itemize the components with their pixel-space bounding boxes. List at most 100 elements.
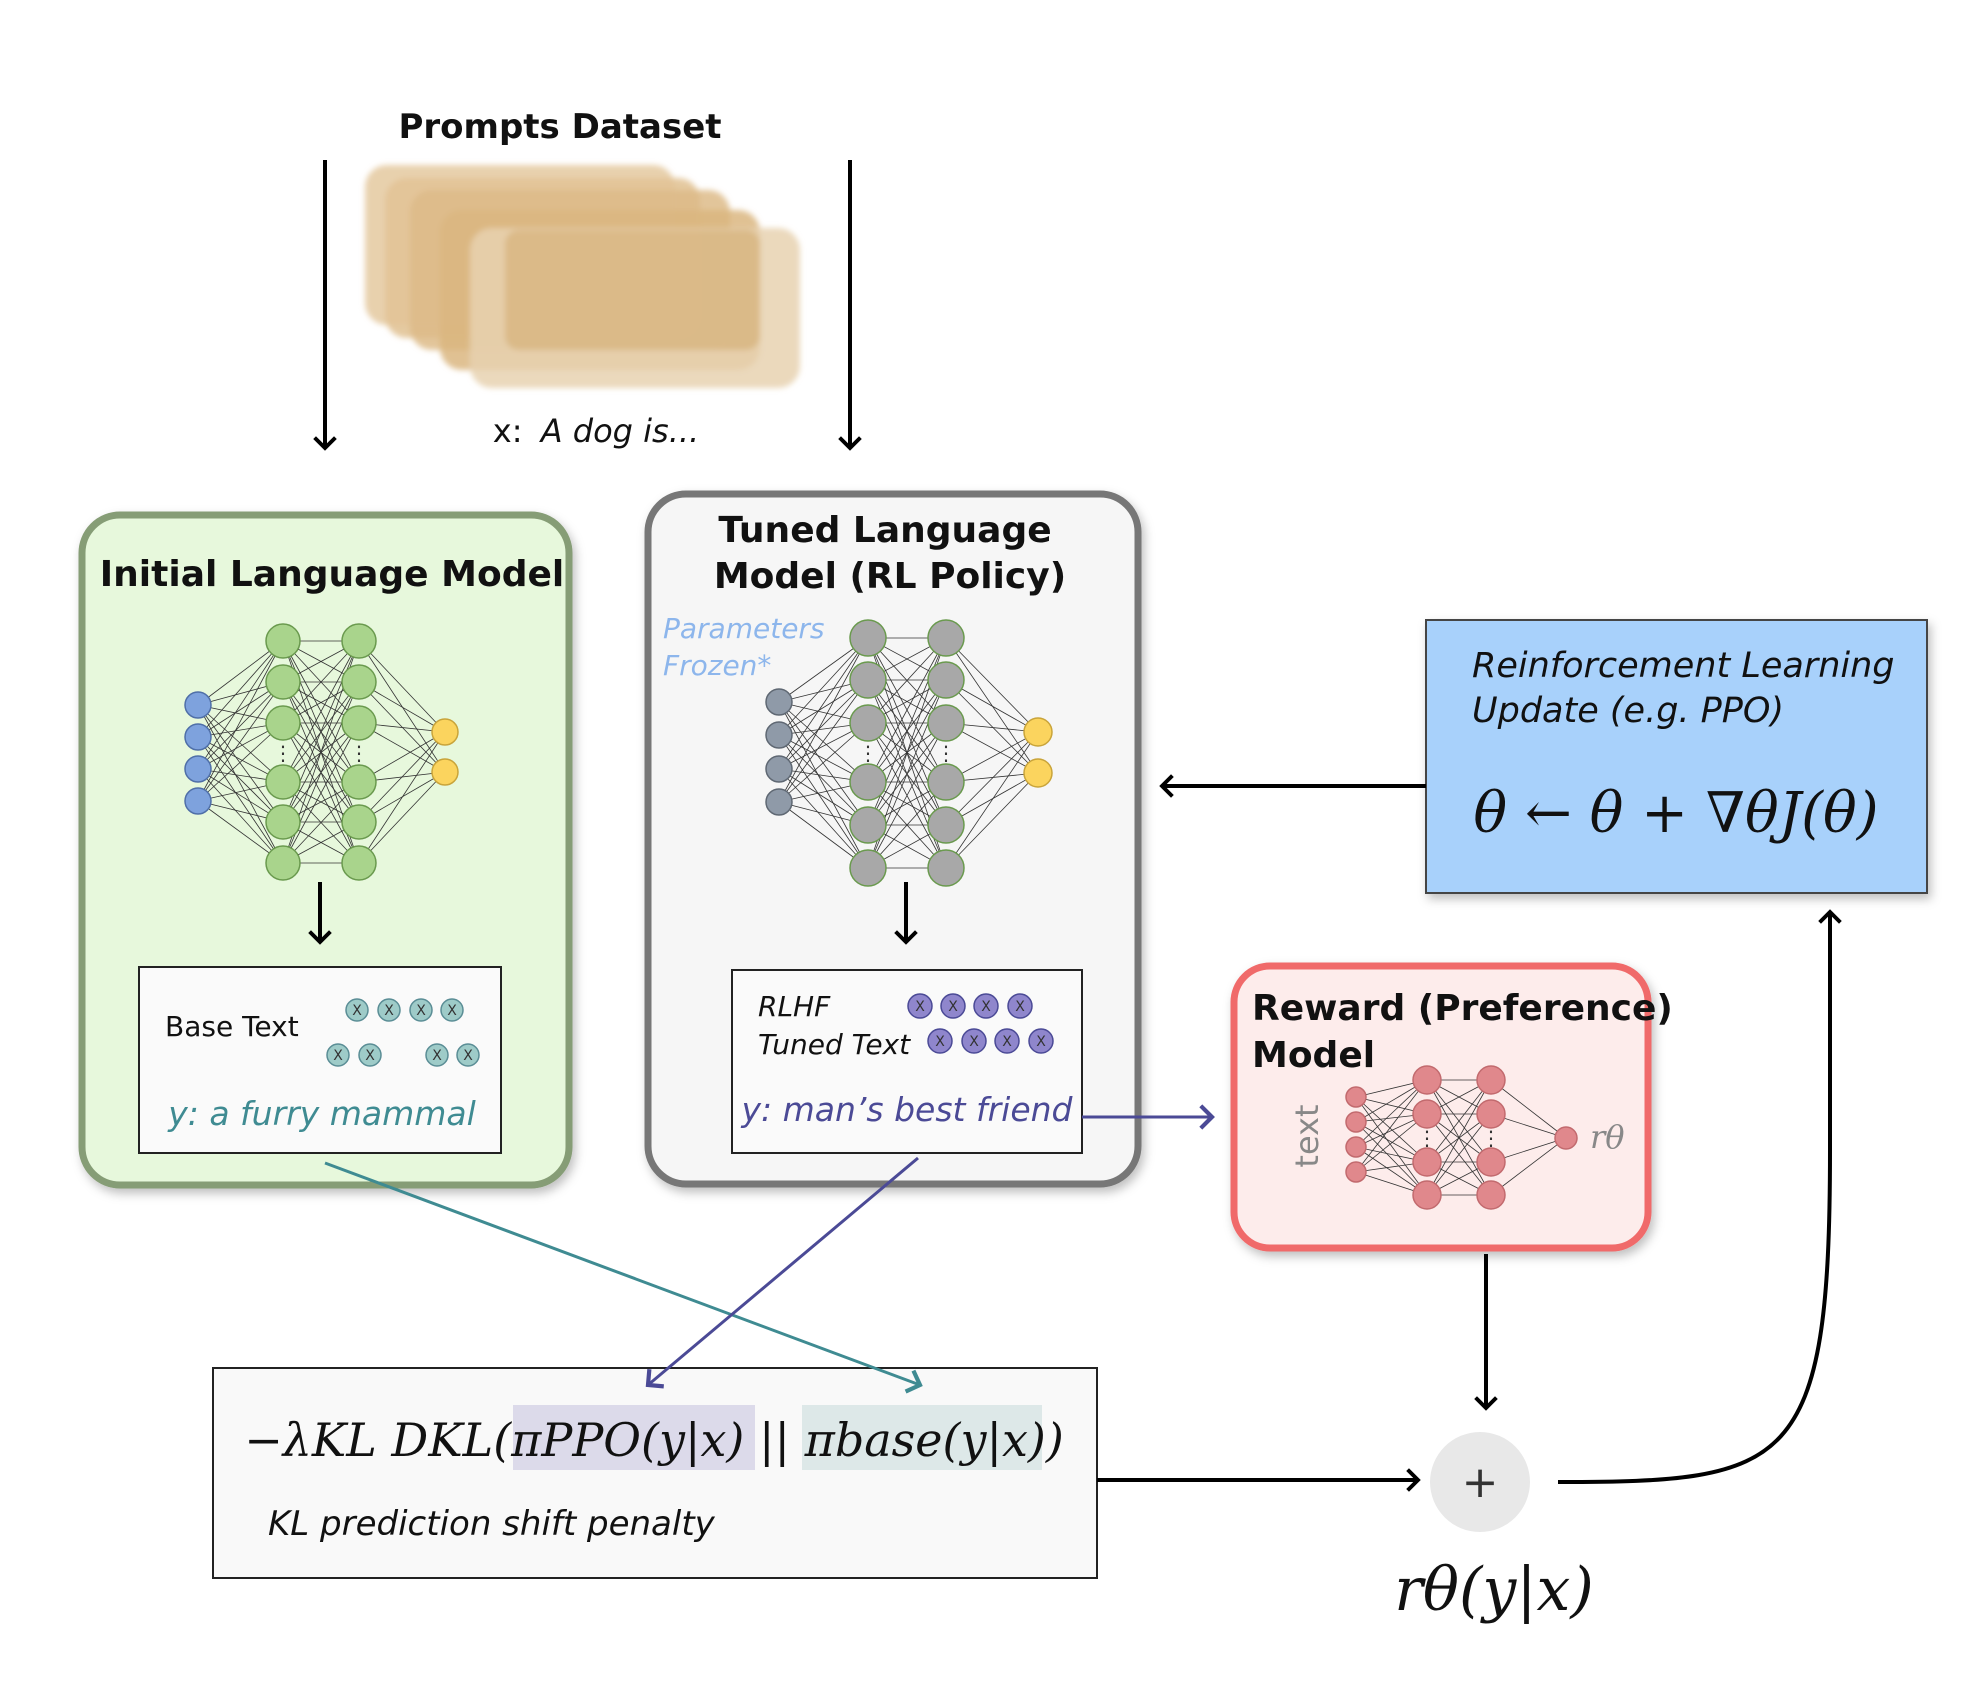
network-edge xyxy=(1355,1121,1428,1196)
token-label: X xyxy=(1015,999,1025,1015)
network-node xyxy=(1023,717,1053,747)
network-edge xyxy=(778,701,869,783)
network-node xyxy=(265,705,301,741)
network-edge xyxy=(358,771,446,864)
network-node xyxy=(341,705,377,741)
network-edge xyxy=(945,731,1039,869)
network-node xyxy=(1412,1180,1442,1210)
network-edge xyxy=(358,681,446,773)
network-edge xyxy=(197,704,284,783)
network-edge xyxy=(197,736,284,823)
network-edge xyxy=(197,768,284,864)
network-edge xyxy=(778,679,869,803)
network-node xyxy=(927,849,965,887)
token-label: X xyxy=(447,1003,457,1019)
network-node xyxy=(265,804,301,840)
network-ellipsis: ⋮ xyxy=(349,741,369,765)
network-edge xyxy=(1355,1096,1428,1163)
network-node xyxy=(341,845,377,881)
token-circle xyxy=(358,1043,382,1067)
network-node xyxy=(927,806,965,844)
kl-caption: KL prediction shift penalty xyxy=(268,1504,716,1544)
prompt-example-text: A dog is... xyxy=(539,412,700,450)
network-edge xyxy=(945,731,1039,826)
reward-model-network: ⋮⋮ xyxy=(1345,1065,1578,1210)
network-node xyxy=(849,763,887,801)
token-circle xyxy=(961,1028,987,1054)
network-edge xyxy=(1490,1137,1567,1196)
token-label: X xyxy=(948,999,958,1015)
prompts-stack xyxy=(365,165,800,388)
reward-model-title-line1: Reward (Preference) xyxy=(1252,988,1673,1029)
prompt-example: x: A dog is... xyxy=(493,412,699,450)
pi-base-highlight xyxy=(802,1405,1042,1470)
network-edge xyxy=(945,637,1039,774)
network-edge xyxy=(1355,1079,1428,1173)
token-circle xyxy=(345,998,369,1022)
network-edge xyxy=(197,722,284,802)
network-node xyxy=(849,704,887,742)
network-node xyxy=(1345,1086,1367,1108)
tuned-text-label-line1: RLHF xyxy=(758,990,831,1023)
kl-formula: −λKL DKL(πPPO(y|x) || πbase(y|x)) xyxy=(244,1413,1064,1467)
network-node xyxy=(765,721,793,749)
token-label: X xyxy=(352,1003,362,1019)
network-node xyxy=(849,806,887,844)
network-edge xyxy=(867,637,947,724)
network-node xyxy=(927,619,965,657)
tuned-model-network: ⋮⋮ xyxy=(765,619,1053,887)
prompt-card xyxy=(505,230,760,350)
network-edge xyxy=(867,722,947,869)
token-label: X xyxy=(432,1048,442,1064)
rl-update-title-line1: Reinforcement Learning xyxy=(1472,646,1895,686)
tuned-model-title-line2: Model (RL Policy) xyxy=(714,556,1066,597)
token-label: X xyxy=(915,999,925,1015)
network-node xyxy=(927,763,965,801)
network-node xyxy=(1345,1136,1367,1158)
prompts-title: Prompts Dataset xyxy=(398,107,721,147)
network-node xyxy=(765,755,793,783)
rl-update-box xyxy=(1425,619,1928,894)
initial-model-network: ⋮⋮ xyxy=(184,623,459,881)
network-edge xyxy=(778,679,869,770)
token-circle xyxy=(456,1043,480,1067)
network-node xyxy=(849,849,887,887)
token-circle xyxy=(1028,1028,1054,1054)
network-edge xyxy=(197,640,284,738)
network-edge xyxy=(1426,1113,1492,1196)
network-edge xyxy=(197,640,284,770)
network-node xyxy=(1023,758,1053,788)
network-node xyxy=(1412,1099,1442,1129)
network-edge xyxy=(945,637,1039,733)
token-circle xyxy=(927,1028,953,1054)
network-node xyxy=(1345,1111,1367,1133)
network-edge xyxy=(778,637,869,770)
network-node xyxy=(184,691,212,719)
network-edge xyxy=(1355,1079,1428,1148)
token-label: X xyxy=(1036,1034,1046,1050)
network-edge xyxy=(282,640,360,724)
network-edge xyxy=(1426,1079,1492,1163)
sum-symbol: + xyxy=(1462,1457,1499,1508)
reward-model-title-line2: Model xyxy=(1252,1035,1375,1076)
network-edge xyxy=(197,681,284,802)
network-ellipsis: ⋮ xyxy=(1417,1126,1437,1150)
network-node xyxy=(927,661,965,699)
network-node xyxy=(265,845,301,881)
base-text-example: y: a furry mammal xyxy=(167,1094,476,1133)
network-node xyxy=(184,755,212,783)
token-label: X xyxy=(969,1034,979,1050)
tuned-text-label-line2: Tuned Text xyxy=(758,1028,911,1061)
network-node xyxy=(341,764,377,800)
network-ellipsis: ⋮ xyxy=(1481,1126,1501,1150)
network-node xyxy=(927,704,965,742)
base-text-label: Base Text xyxy=(165,1010,299,1043)
token-circle xyxy=(907,993,933,1019)
prompt-example-prefix: x: xyxy=(493,412,523,450)
token-label: X xyxy=(463,1048,473,1064)
token-circle xyxy=(326,1043,350,1067)
token-circle xyxy=(440,998,464,1022)
network-edge xyxy=(197,704,284,823)
